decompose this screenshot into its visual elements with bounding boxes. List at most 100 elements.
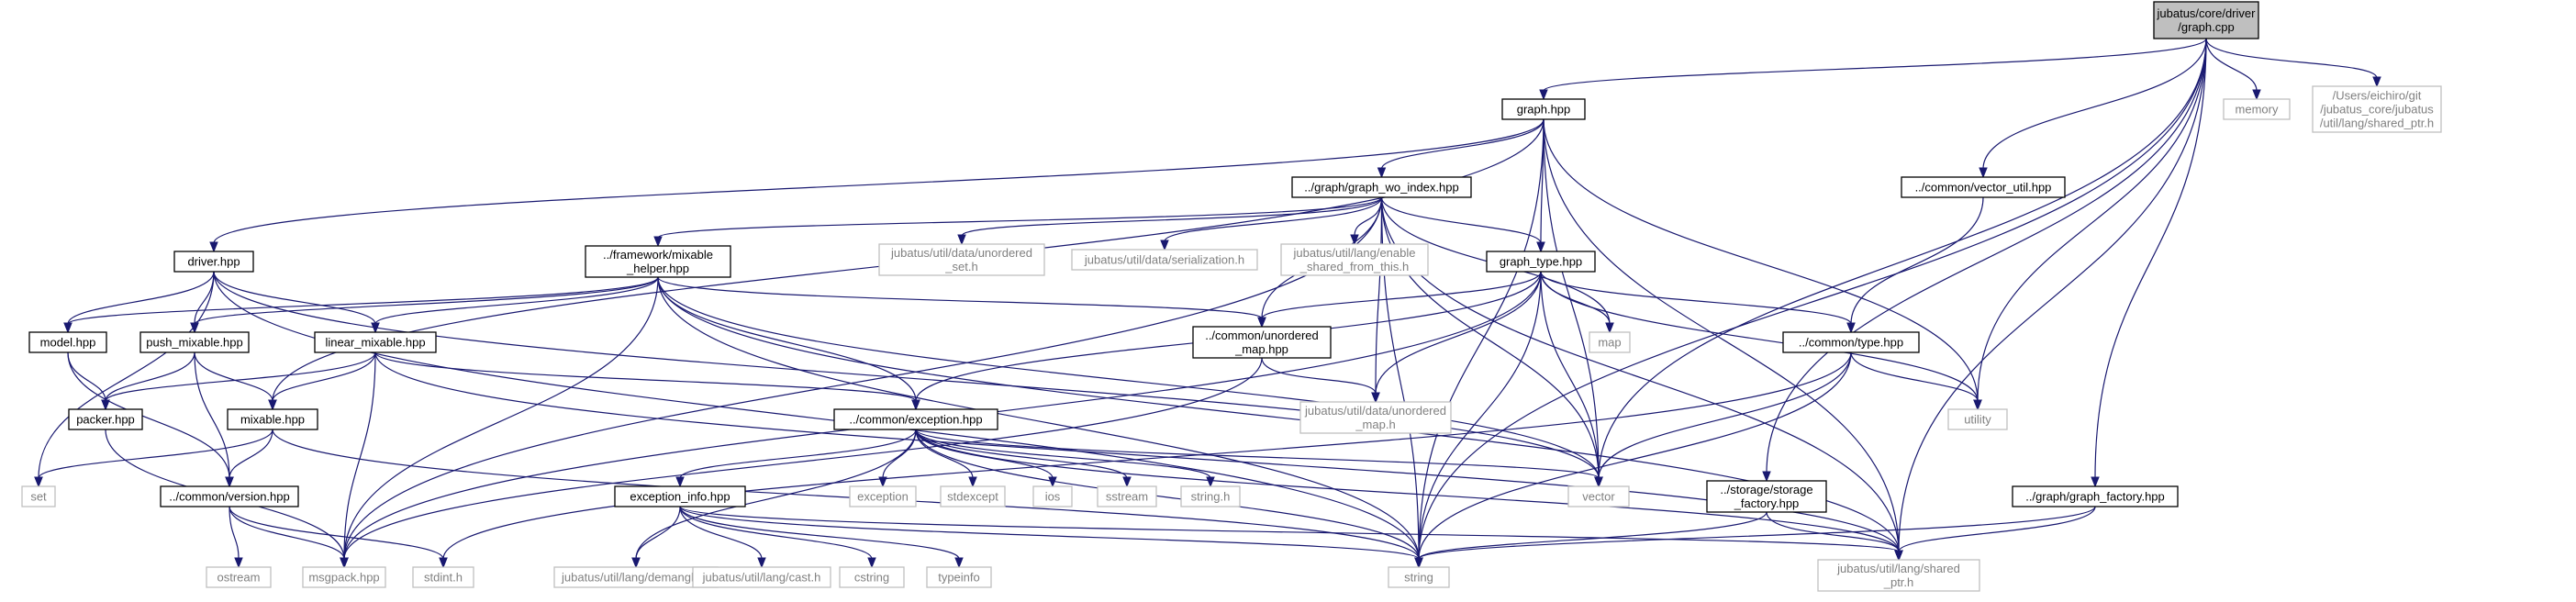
node-graph_hpp[interactable]: graph.hpp <box>1501 98 1586 120</box>
node-box-stdint <box>412 566 474 588</box>
include-edge-root-to-vector <box>1598 38 2207 479</box>
node-box-graph_wo_index <box>1291 176 1472 198</box>
node-mixable[interactable]: mixable.hpp <box>227 408 318 430</box>
include-edge-root-to-util_shared_ptr <box>1898 38 2207 552</box>
node-label-stdint-line-0: stdint.h <box>424 571 463 585</box>
arrowhead-graph_type-to-common_unordered_map <box>1257 317 1266 329</box>
node-common_version[interactable]: ../common/version.hpp <box>160 485 299 507</box>
arrowhead-graph_wo_index-to-unordered_set <box>957 234 966 246</box>
arrowhead-common_exception-to-sstream <box>1122 476 1132 488</box>
arrowhead-linear_mixable-to-mixable <box>268 399 277 411</box>
node-ostream: ostream <box>206 566 272 588</box>
arrowhead-mixable-to-set <box>34 476 43 488</box>
node-label-linear_mixable-line-0: linear_mixable.hpp <box>325 336 425 350</box>
node-model_hpp[interactable]: model.hpp <box>28 331 107 353</box>
node-box-driver_hpp <box>173 251 254 273</box>
include-edge-graph_wo_index-to-vector <box>1380 196 1600 479</box>
node-box-typeinfo <box>926 566 992 588</box>
node-box-ostream <box>206 566 272 588</box>
node-box-unordered_set <box>878 243 1045 276</box>
node-string: string <box>1388 566 1450 588</box>
node-vector_util[interactable]: ../common/vector_util.hpp <box>1901 176 2066 198</box>
node-graph_type[interactable]: graph_type.hpp <box>1486 251 1596 273</box>
include-edge-common_type-to-string <box>1418 351 1852 560</box>
arrowhead-exception_info-to-cstring <box>867 557 876 569</box>
node-label-exception-line-0: exception <box>857 490 909 504</box>
node-label-storage_factory-line-1: _factory.hpp <box>1734 496 1800 510</box>
include-edge-vector_util-to-common_type <box>1850 196 1984 325</box>
node-box-mixable_helper <box>585 245 731 278</box>
node-box-stdexcept <box>940 485 1006 507</box>
include-edge-mixable_helper-to-common_unordered_map <box>657 276 1263 319</box>
node-root[interactable]: jubatus/core/driver/graph.cpp <box>2153 1 2259 39</box>
node-box-common_type <box>1782 331 1920 353</box>
node-label-demangle-line-0: jubatus/util/lang/demangle.h <box>561 571 710 585</box>
node-string_h: string.h <box>1180 485 1241 507</box>
node-push_mixable[interactable]: push_mixable.hpp <box>139 331 250 353</box>
arrowhead-root-to-vector_util <box>1979 167 1988 179</box>
node-label-model_hpp-line-0: model.hpp <box>40 336 96 350</box>
node-packer[interactable]: packer.hpp <box>68 408 143 430</box>
include-edge-exception_info-to-typeinfo <box>679 506 960 560</box>
include-edge-driver_hpp-to-linear_mixable <box>213 271 376 325</box>
arrowhead-graph_type-to-common_type <box>1846 322 1856 334</box>
node-label-enable_shared-line-0: jubatus/util/lang/enable <box>1293 246 1416 260</box>
node-util_unordered_map: jubatus/util/data/unordered_map.h <box>1299 401 1452 434</box>
include-edge-mixable_helper-to-model_hpp <box>67 276 659 325</box>
node-label-root-line-0: jubatus/core/driver <box>2157 6 2257 20</box>
node-mixable_helper[interactable]: ../framework/mixable_helper.hpp <box>585 245 731 278</box>
node-exception_info[interactable]: exception_info.hpp <box>614 485 746 507</box>
include-edge-root-to-string <box>1418 38 2207 560</box>
include-edge-push_mixable-to-mixable <box>194 351 273 402</box>
node-msgpack: msgpack.hpp <box>302 566 386 588</box>
node-graph_wo_index[interactable]: ../graph/graph_wo_index.hpp <box>1291 176 1472 198</box>
node-box-storage_factory <box>1706 480 1827 513</box>
node-box-serialization <box>1071 249 1258 271</box>
node-label-common_type-line-0: ../common/type.hpp <box>1799 336 1903 350</box>
node-box-graph_factory <box>2012 485 2179 507</box>
include-edge-graph_type-to-common_unordered_map <box>1261 271 1542 319</box>
node-common_exception[interactable]: ../common/exception.hpp <box>833 408 998 430</box>
include-edge-graph_wo_index-to-mixable_helper <box>657 196 1383 239</box>
node-box-utility <box>1947 408 2008 430</box>
arrowhead-exception_info-to-typeinfo <box>954 557 964 569</box>
node-box-string_h <box>1180 485 1241 507</box>
include-edge-graph_type-to-common_type <box>1540 271 1852 325</box>
include-edge-linear_mixable-to-common_exception <box>374 351 917 402</box>
node-label-graph_wo_index-line-0: ../graph/graph_wo_index.hpp <box>1304 181 1458 195</box>
include-edge-mixable-to-common_version <box>229 429 273 479</box>
include-edge-storage_factory-to-string <box>1418 511 1768 560</box>
include-edge-common_version-to-msgpack <box>229 506 345 560</box>
node-box-graph_type <box>1486 251 1596 273</box>
arrowhead-common_type-to-utility <box>1973 399 1982 411</box>
node-box-msgpack <box>302 566 386 588</box>
arrowhead-mixable_helper-to-linear_mixable <box>371 322 380 334</box>
node-label-msgpack-line-0: msgpack.hpp <box>308 571 379 585</box>
node-label-driver_hpp-line-0: driver.hpp <box>187 255 240 269</box>
node-graph_factory[interactable]: ../graph/graph_factory.hpp <box>2012 485 2179 507</box>
node-box-common_unordered_map <box>1192 326 1332 359</box>
node-util_shared_ptr: jubatus/util/lang/shared_ptr.h <box>1817 559 1980 592</box>
include-edge-common_type-to-stdint <box>442 351 1852 560</box>
include-edge-mixable_helper-to-vector <box>657 276 1600 479</box>
node-storage_factory[interactable]: ../storage/storage_factory.hpp <box>1706 480 1827 513</box>
include-edge-mixable_helper-to-msgpack <box>343 276 659 560</box>
include-edge-common_exception-to-string <box>915 429 1420 560</box>
node-set: set <box>21 485 56 507</box>
node-common_type[interactable]: ../common/type.hpp <box>1782 331 1920 353</box>
include-edge-common_type-to-utility <box>1850 351 1979 402</box>
include-edge-root-to-storage_factory <box>1766 38 2207 474</box>
include-edge-driver_hpp-to-set <box>38 271 215 479</box>
node-driver_hpp[interactable]: driver.hpp <box>173 251 254 273</box>
node-linear_mixable[interactable]: linear_mixable.hpp <box>314 331 437 353</box>
node-label-vector_util-line-0: ../common/vector_util.hpp <box>1915 181 2052 195</box>
arrowhead-graph_type-to-map <box>1605 322 1614 334</box>
node-label-common_unordered_map-line-0: ../common/unordered <box>1205 329 1319 342</box>
node-label-mixable_helper-line-1: _helper.hpp <box>626 262 689 275</box>
arrowhead-linear_mixable-to-packer <box>101 399 110 411</box>
node-box-enable_shared <box>1280 243 1429 276</box>
include-edge-linear_mixable-to-mixable <box>272 351 376 402</box>
node-common_unordered_map[interactable]: ../common/unordered_map.hpp <box>1192 326 1332 359</box>
arrowhead-graph_wo_index-to-serialization <box>1160 240 1169 251</box>
node-label-ios-line-0: ios <box>1045 490 1061 504</box>
